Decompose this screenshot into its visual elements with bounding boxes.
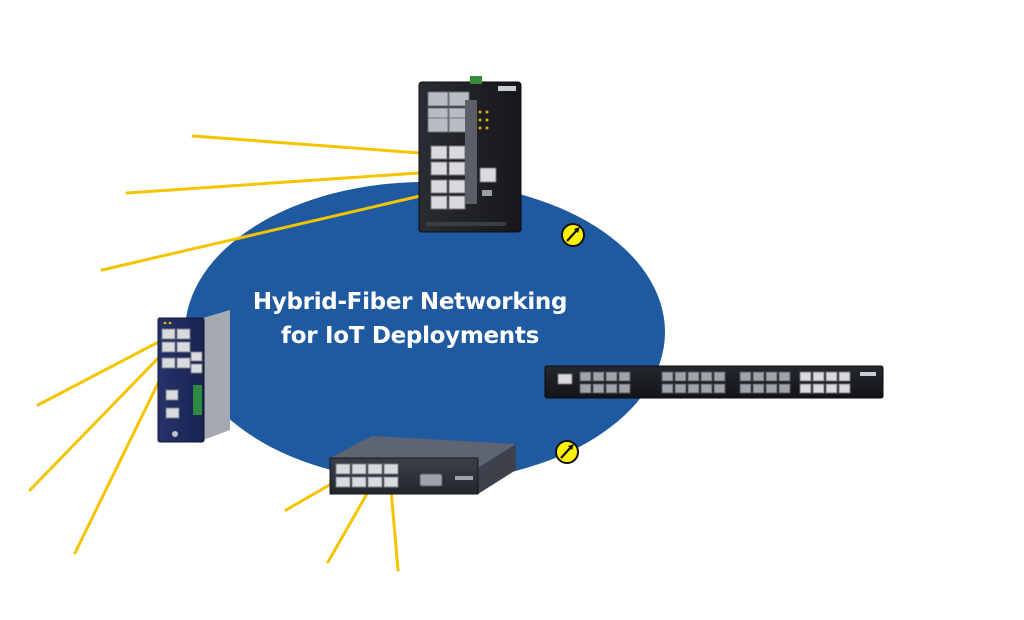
network-ellipse <box>185 182 665 482</box>
link-line-top-3 <box>100 191 435 272</box>
diagram-title: Hybrid-Fiber Networking for IoT Deployme… <box>200 285 620 353</box>
link-line-left-2 <box>28 348 168 492</box>
fiber-link-indicator-2 <box>555 440 579 464</box>
link-lines <box>28 134 435 572</box>
link-line-top-1 <box>191 134 435 156</box>
title-line-1: Hybrid-Fiber Networking <box>252 289 568 315</box>
rackmount-switch <box>544 365 884 399</box>
desktop-switch <box>329 436 516 495</box>
link-line-left-1 <box>36 336 168 407</box>
compact-din-switch <box>157 310 230 443</box>
title-line-2: for IoT Deployments <box>281 323 539 349</box>
link-line-left-3 <box>73 365 168 555</box>
fiber-link-indicator-1 <box>561 223 585 247</box>
din-rail-switch <box>418 76 522 233</box>
link-line-top-2 <box>125 170 435 195</box>
